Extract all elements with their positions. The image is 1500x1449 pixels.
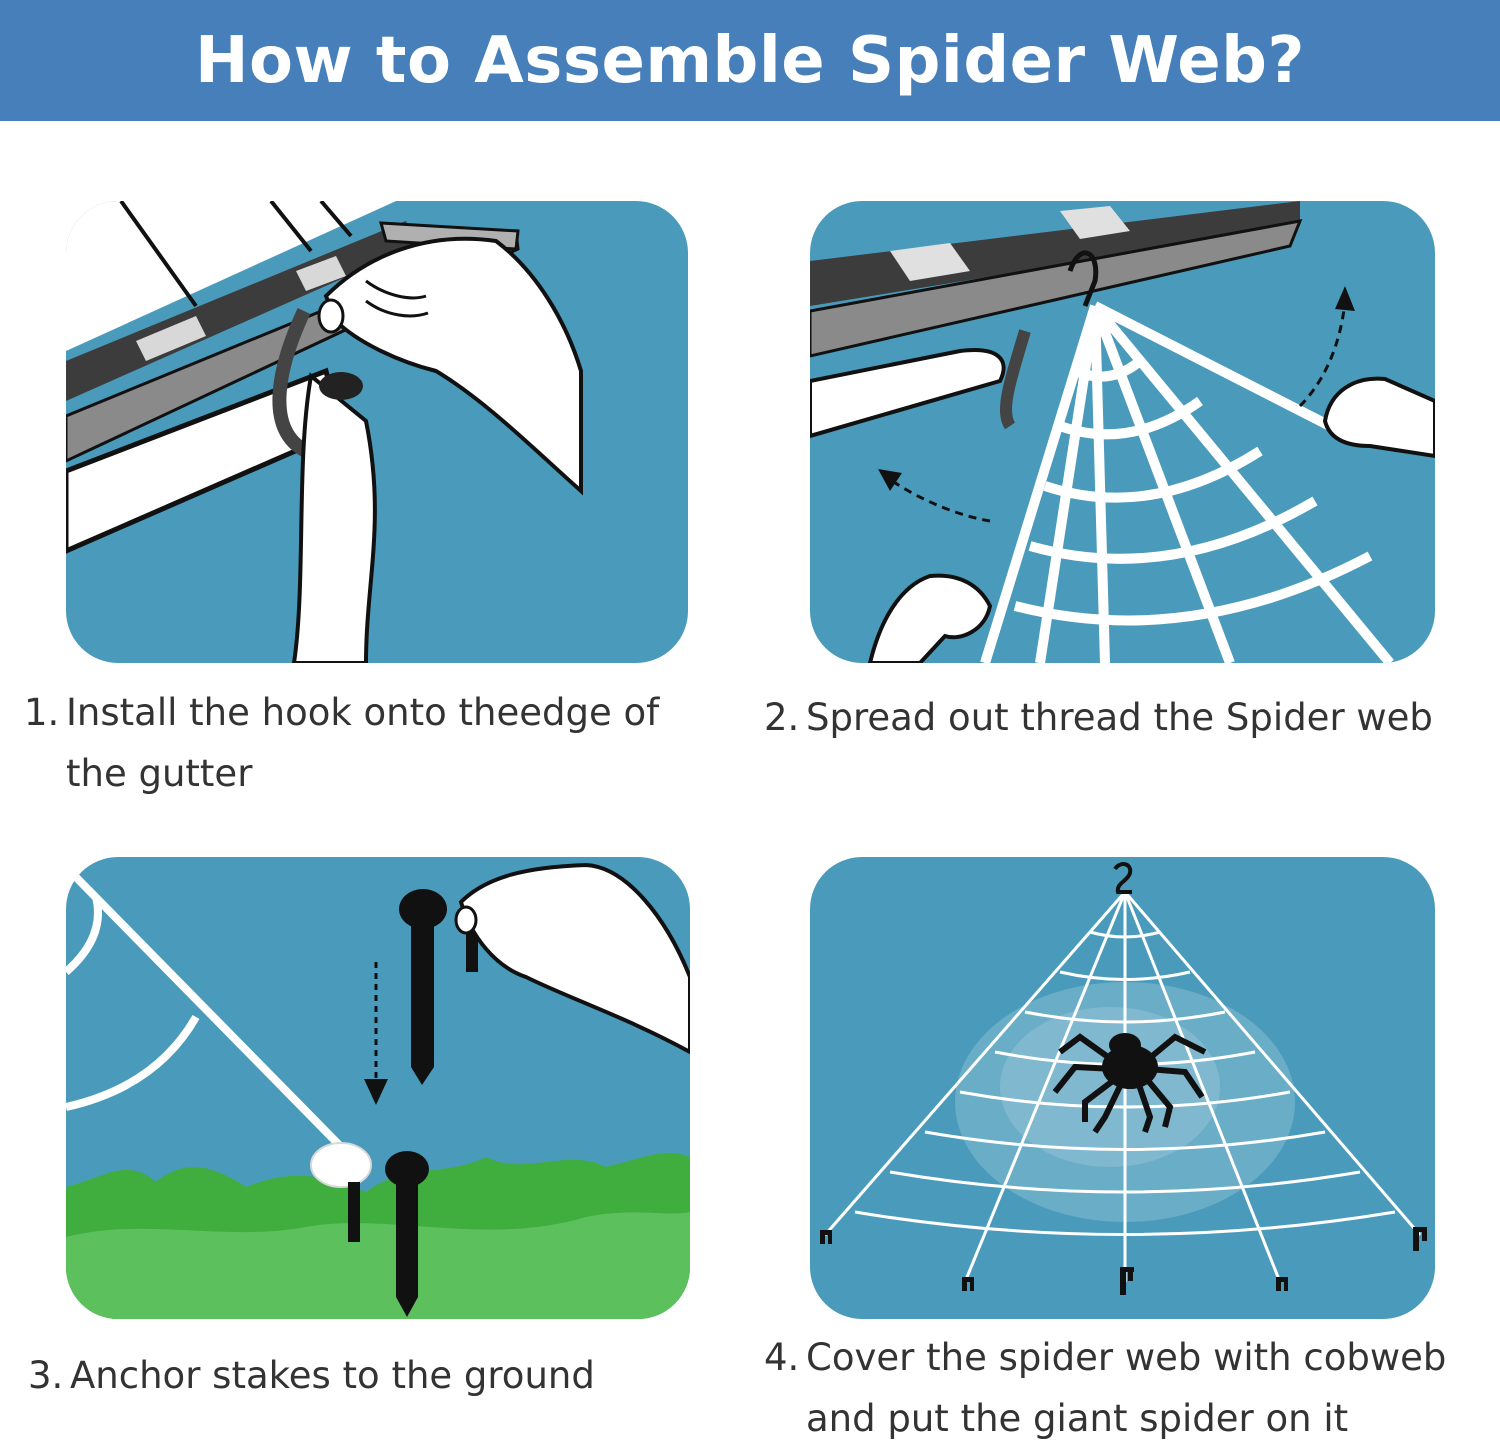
step-3-number: 3. [28,1354,64,1397]
step-2-number: 2. [764,696,800,739]
step-4-number: 4. [764,1336,800,1379]
gutter-hook-illustration [66,201,583,663]
step-3-text: Anchor stakes to the ground [70,1354,595,1397]
page-title: How to Assemble Spider Web? [194,23,1306,98]
step-1-caption: 1. Install the hook onto theedge of the … [24,682,704,804]
finished-web-illustration [820,862,1427,1295]
step-2-caption: 2. Spread out thread the Spider web [764,687,1500,748]
step-1-illustration [66,201,688,663]
step-1-number: 1. [24,691,60,734]
step-2-text: Spread out thread the Spider web [806,696,1433,739]
step-4-caption: 4. Cover the spider web with cobweb and … [764,1327,1494,1449]
step-3-caption: 3. Anchor stakes to the ground [28,1345,708,1406]
step-4-text: Cover the spider web with cobweb and put… [806,1336,1447,1440]
step-3-illustration [66,857,690,1319]
anchor-stakes-illustration [66,862,690,1319]
step-1-text: Install the hook onto theedge of the gut… [66,691,660,795]
step-4-illustration [810,857,1435,1319]
spread-web-illustration [810,201,1435,663]
header-banner: How to Assemble Spider Web? [0,0,1500,121]
web-lines [980,301,1394,663]
step-2-illustration [810,201,1435,663]
spider-icon [1052,1033,1207,1134]
